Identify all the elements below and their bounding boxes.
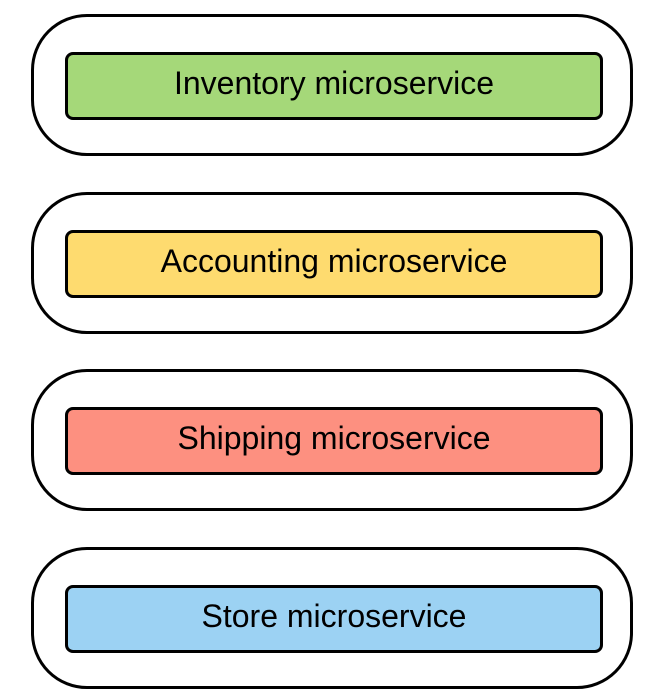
accounting-container: Accounting microservice <box>31 192 633 334</box>
accounting-microservice-box: Accounting microservice <box>65 230 603 298</box>
accounting-microservice-label: Accounting microservice <box>160 243 508 279</box>
inventory-container: Inventory microservice <box>31 14 633 156</box>
store-microservice-label: Store microservice <box>201 598 467 634</box>
inventory-microservice-label: Inventory microservice <box>173 65 495 101</box>
store-microservice-box: Store microservice <box>65 585 603 653</box>
shipping-microservice-box: Shipping microservice <box>65 407 603 475</box>
shipping-container: Shipping microservice <box>31 369 633 511</box>
inventory-microservice-box: Inventory microservice <box>65 52 603 120</box>
store-container: Store microservice <box>31 547 633 689</box>
shipping-microservice-label: Shipping microservice <box>177 420 491 456</box>
